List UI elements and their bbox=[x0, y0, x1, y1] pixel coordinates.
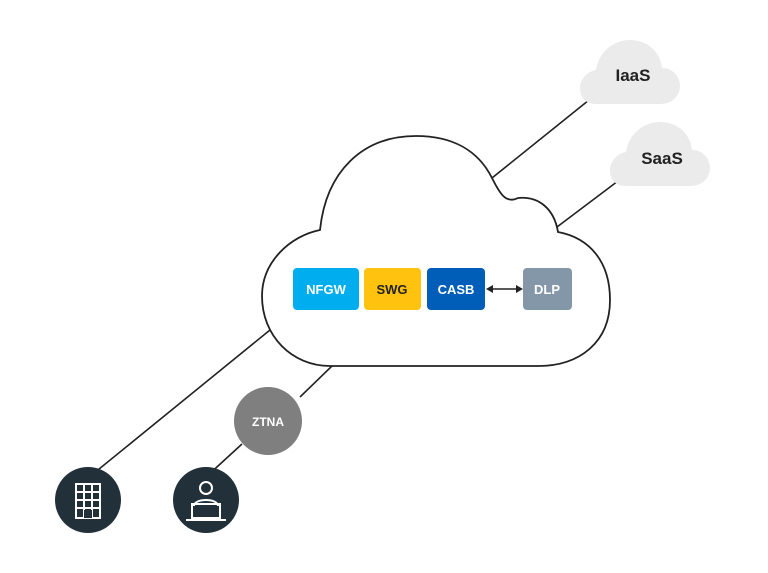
ztna-label: ZTNA bbox=[252, 415, 284, 429]
building-icon bbox=[55, 467, 121, 533]
module-nfgw-box bbox=[293, 268, 359, 310]
line-cloud-to-iaas bbox=[491, 95, 595, 179]
ztna-node: ZTNA bbox=[234, 387, 302, 455]
module-nfgw: NFGW bbox=[293, 268, 359, 310]
main-cloud bbox=[261, 135, 611, 367]
saas-label: SaaS bbox=[641, 149, 683, 168]
line-ztna-to-cloud bbox=[299, 365, 333, 398]
user-at-laptop-icon bbox=[173, 467, 239, 533]
line-building-to-cloud bbox=[87, 329, 271, 479]
ztna-circle bbox=[234, 387, 302, 455]
line-cloud-to-saas bbox=[552, 177, 623, 231]
module-dlp-label: DLP bbox=[534, 282, 560, 297]
iaas-cloud: IaaS bbox=[580, 40, 680, 104]
casb-dlp-double-arrow bbox=[486, 285, 523, 293]
module-dlp-box bbox=[523, 268, 572, 310]
module-casb-box bbox=[427, 268, 485, 310]
module-casb: CASB bbox=[427, 268, 485, 310]
module-nfgw-label: NFGW bbox=[306, 282, 346, 297]
saas-cloud: SaaS bbox=[610, 122, 710, 186]
module-swg-label: SWG bbox=[376, 282, 407, 297]
module-swg-box bbox=[364, 268, 421, 310]
iaas-label: IaaS bbox=[616, 66, 651, 85]
module-swg: SWG bbox=[364, 268, 421, 310]
module-dlp: DLP bbox=[523, 268, 572, 310]
module-casb-label: CASB bbox=[438, 282, 475, 297]
